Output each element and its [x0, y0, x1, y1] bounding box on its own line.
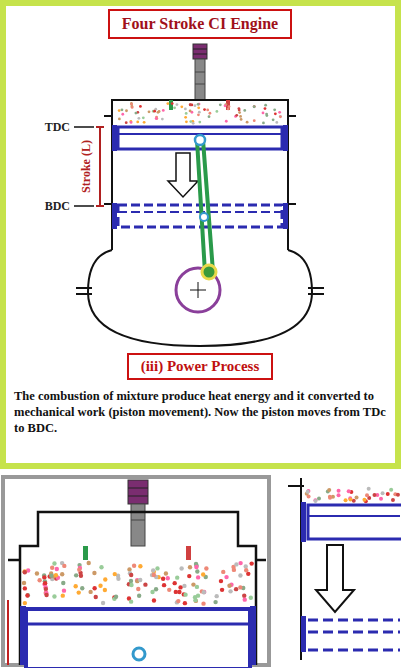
crank-pin [202, 265, 216, 279]
position-label: BDC [45, 199, 70, 214]
motion-arrow [168, 153, 198, 197]
fuel-mixture [118, 102, 282, 125]
fuel-injector [193, 44, 207, 100]
piston-pin [195, 135, 205, 145]
description-text: The combustion of mixture produce heat e… [14, 388, 388, 436]
connecting-rod [197, 140, 213, 273]
crankcase [88, 250, 312, 346]
position-label: TDC [45, 120, 70, 135]
piston [118, 127, 282, 149]
bearing-marks [76, 288, 324, 294]
inlet-valve [169, 100, 173, 110]
process-title: (iii) Power Process [141, 358, 260, 375]
process-label-box: (iii) Power Process [127, 353, 274, 380]
dimension-label: Stroke (L) [79, 140, 94, 193]
zoom-crop [288, 478, 401, 660]
zoom-piston [20, 606, 256, 668]
panel-border [3, 3, 398, 466]
title-box: Four Stroke CI Engine [108, 9, 292, 39]
stroke-bracket [96, 127, 104, 206]
